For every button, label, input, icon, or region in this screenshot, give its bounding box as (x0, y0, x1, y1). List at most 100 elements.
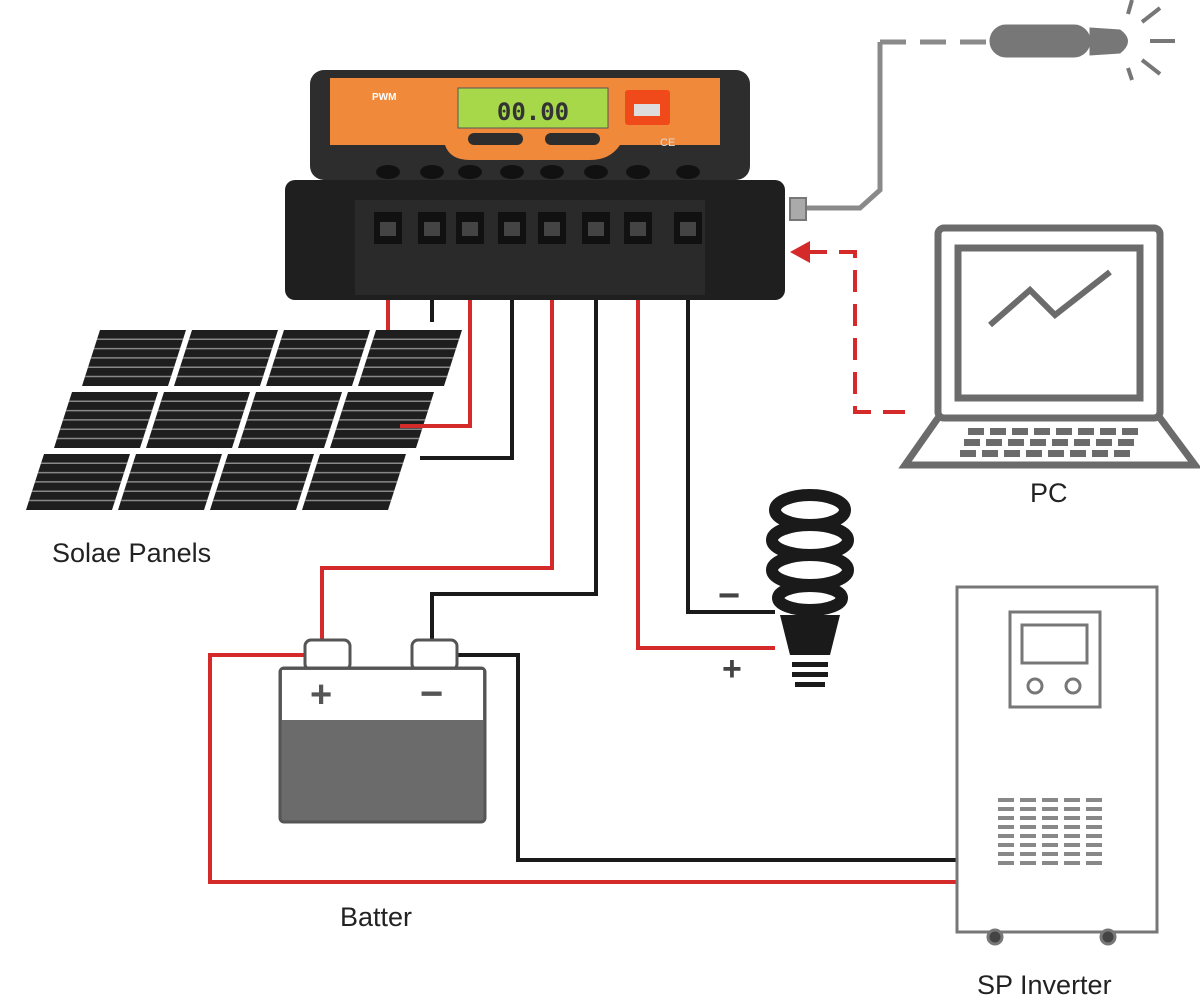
vent (1064, 861, 1080, 865)
key (1078, 428, 1094, 435)
terminal-screw (676, 165, 700, 179)
vent (998, 798, 1014, 802)
vent (998, 825, 1014, 829)
solar-panel (210, 454, 314, 510)
brand-label: PWM (372, 92, 396, 103)
set-button (545, 133, 600, 145)
key (1048, 450, 1064, 457)
wires (208, 39, 990, 884)
key (1070, 450, 1086, 457)
vent (1042, 861, 1058, 865)
key (990, 428, 1006, 435)
vent (1042, 807, 1058, 811)
panel-positive-wire-2 (400, 240, 472, 428)
vent (1020, 816, 1036, 820)
key (1026, 450, 1042, 457)
key (1052, 439, 1068, 446)
terminal-screw (376, 165, 400, 179)
vent (1020, 798, 1036, 802)
vent (998, 834, 1014, 838)
vent (1020, 852, 1036, 856)
vent (1042, 834, 1058, 838)
load-negative-wire (686, 240, 775, 614)
vent (1064, 852, 1080, 856)
vent (1020, 834, 1036, 838)
vent (998, 816, 1014, 820)
usb-plug-icon (789, 197, 807, 221)
car-lighter-icon (989, 0, 1175, 81)
solar-panel (174, 330, 278, 386)
inverter-positive-wire (208, 653, 957, 884)
key (1092, 450, 1108, 457)
solar-panel (330, 392, 434, 448)
load-plus-label: + (722, 650, 742, 688)
lcd-screen (457, 87, 609, 129)
vent (1086, 816, 1102, 820)
vent (1064, 825, 1080, 829)
terminal-screw (584, 165, 608, 179)
vent (1020, 825, 1036, 829)
solar-panel (358, 330, 462, 386)
key (1096, 439, 1112, 446)
vent (1064, 816, 1080, 820)
key (964, 439, 980, 446)
light-bulb-icon (766, 489, 854, 687)
pc-label: PC (1030, 478, 1068, 508)
terminal-screw (420, 165, 444, 179)
vent (1064, 834, 1080, 838)
solar-panel (266, 330, 370, 386)
pc-data-link (805, 250, 905, 414)
vent (1086, 843, 1102, 847)
battery-minus-label: − (420, 672, 444, 716)
terminal-screw (500, 165, 524, 179)
key (1012, 428, 1028, 435)
vent (1042, 852, 1058, 856)
key (1034, 428, 1050, 435)
vent (1064, 843, 1080, 847)
usb-cable (800, 42, 883, 211)
key (1074, 439, 1090, 446)
terminal-screw (626, 165, 650, 179)
battery-positive-wire (320, 240, 554, 642)
key (1114, 450, 1130, 457)
solar-panels (26, 330, 462, 510)
solar-panel (82, 330, 186, 386)
vent (1064, 807, 1080, 811)
lcd-reading: 00.00 (497, 98, 569, 126)
arrow-head-icon (790, 241, 810, 263)
solar-panel (238, 392, 342, 448)
key (986, 439, 1002, 446)
vent (1086, 852, 1102, 856)
vent (1020, 807, 1036, 811)
vent (1086, 834, 1102, 838)
load-minus-label: − (718, 575, 741, 617)
charge-controller: 00.00 PWM CE (285, 70, 785, 300)
panel-negative-wire-2 (420, 240, 514, 460)
key (1004, 450, 1020, 457)
vent (1086, 807, 1102, 811)
key (1118, 439, 1134, 446)
battery-label: Batter (340, 902, 413, 932)
key (968, 428, 984, 435)
vent (998, 807, 1014, 811)
vent (1042, 825, 1058, 829)
vent (1086, 861, 1102, 865)
solar-panel (146, 392, 250, 448)
inverter-label: SP Inverter (977, 970, 1112, 1000)
load-positive-wire (636, 240, 775, 650)
inverter-negative-wire (440, 653, 957, 862)
vent (998, 861, 1014, 865)
battery-negative-wire (430, 240, 598, 642)
solar-panels-label: Solae Panels (52, 538, 212, 568)
key (1122, 428, 1138, 435)
solar-panel (118, 454, 222, 510)
key (1030, 439, 1046, 446)
key (1008, 439, 1024, 446)
inverter-icon (955, 585, 1159, 946)
terminal-screw (458, 165, 482, 179)
key (1100, 428, 1116, 435)
laptop-icon (898, 224, 1200, 469)
vent (1042, 798, 1058, 802)
